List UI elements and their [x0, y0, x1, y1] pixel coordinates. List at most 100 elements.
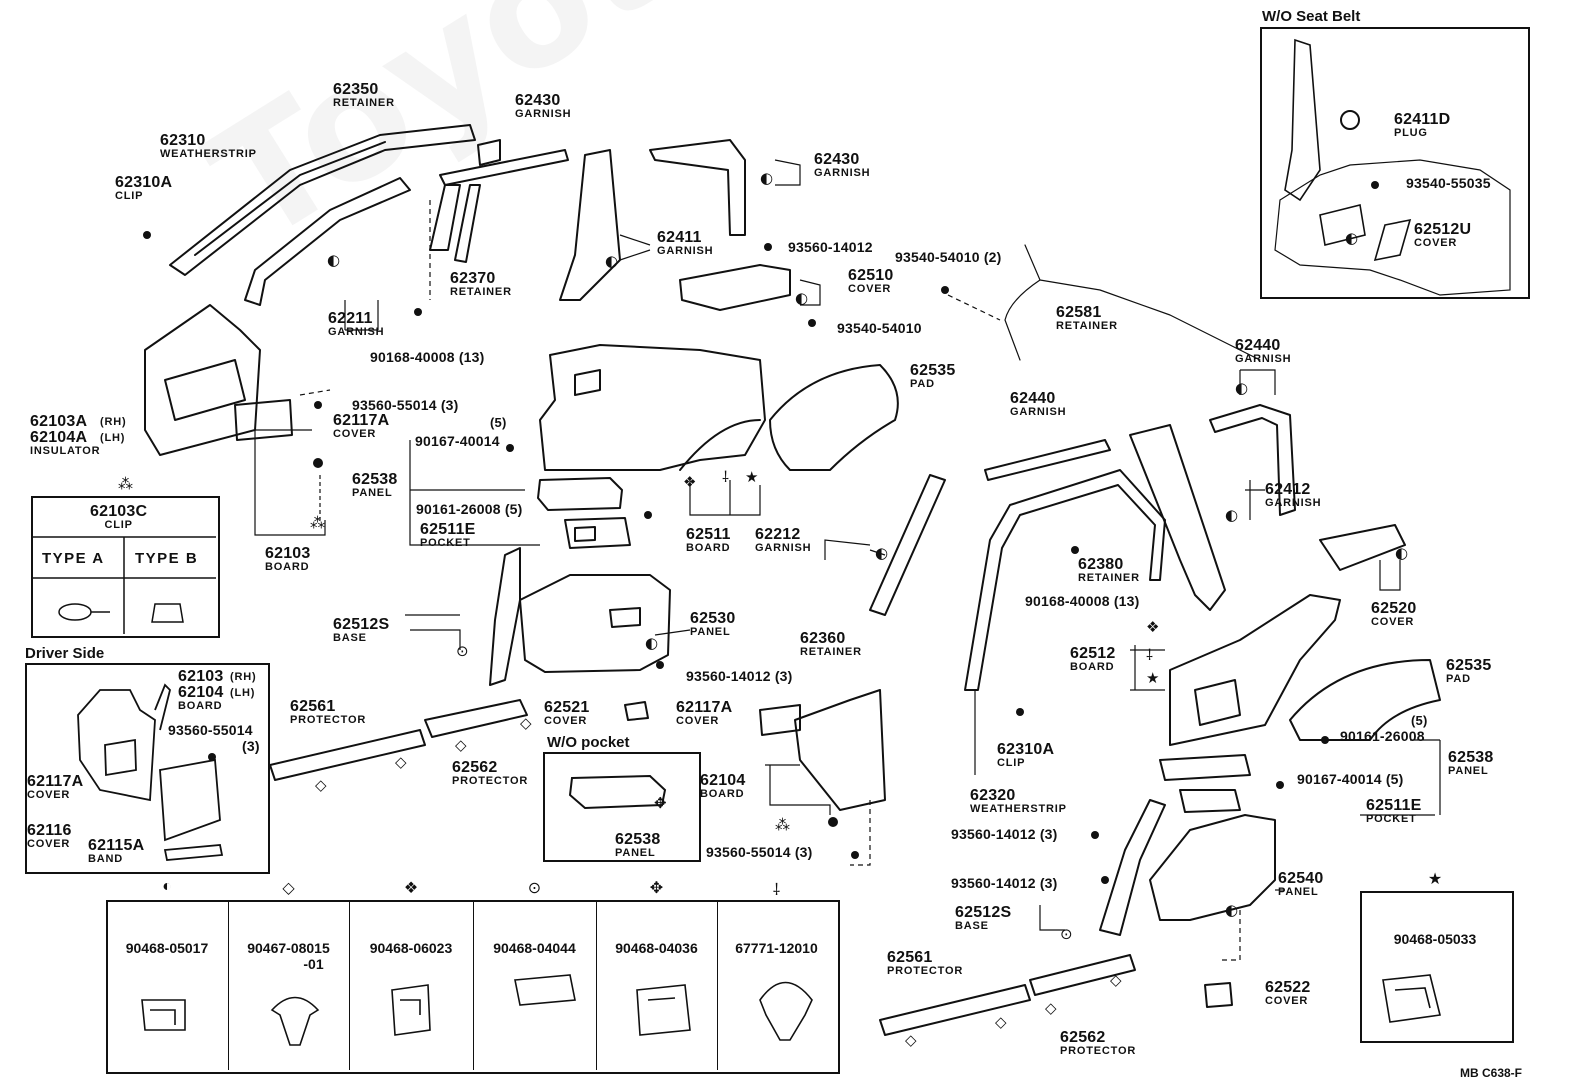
part-label-93540-54010-2: 93540-54010 (2) [895, 250, 1002, 264]
svg-text:⸸: ⸸ [1146, 646, 1153, 664]
part-number: 90168-40008 (13) [1025, 593, 1140, 609]
part-number: 93560-55014 [168, 722, 253, 738]
part-number: 62115A [88, 837, 145, 854]
svg-text:⸸: ⸸ [722, 468, 729, 486]
part-name: GARNISH [1265, 497, 1322, 509]
part-name: PANEL [1448, 765, 1489, 777]
star-legend-cell: ★ 90468-05033 [1360, 871, 1510, 1039]
svg-text:◐: ◐ [795, 289, 808, 307]
part-name: GARNISH [328, 326, 385, 338]
part-number: 62530 [690, 610, 736, 627]
part-name: PROTECTOR [1060, 1045, 1137, 1057]
svg-text:⁂: ⁂ [775, 816, 790, 834]
part-name: RETAINER [450, 286, 512, 298]
driver-side-box [25, 663, 270, 874]
part-name: GARNISH [515, 108, 572, 120]
svg-text:◐: ◐ [1345, 229, 1358, 247]
part-number: 62103 [265, 545, 311, 562]
part-number: 93560-14012 [788, 239, 873, 255]
part-number: 62310A [997, 741, 1055, 758]
part-number: 62521 [544, 699, 590, 716]
part-number: 90167-40014 (5) [1297, 771, 1404, 787]
part-name: PROTECTOR [887, 965, 964, 977]
part-name: BASE [955, 920, 989, 932]
part-name: WEATHERSTRIP [160, 148, 257, 160]
part-number: 90161-26008 [1340, 728, 1425, 744]
part-number: 62510 [848, 267, 894, 284]
part-name: PLUG [1394, 127, 1428, 139]
part-name: PROTECTOR [290, 714, 367, 726]
ring-symbol: ⊙ [527, 880, 542, 897]
part-name: RETAINER [333, 97, 395, 109]
wo-pocket-box [543, 752, 701, 862]
part-label-93540-55035: 93540-55035 [1406, 176, 1491, 190]
svg-text:❖: ❖ [683, 473, 696, 491]
part-number: 93540-54010 [837, 320, 922, 336]
part-name: PANEL [352, 487, 393, 499]
part-name: BOARD [1070, 661, 1115, 673]
legend-code: 67771-12010 [735, 940, 818, 956]
legend-cell-5: ✥ 90468-04036 [596, 880, 718, 1070]
part-name: BASE [333, 632, 367, 644]
part-name: RETAINER [1078, 572, 1140, 584]
part-number: 62512S [955, 904, 1012, 921]
part-number: 93560-14012 (3) [951, 875, 1058, 891]
part-number: 93560-55014 (3) [706, 844, 813, 860]
legend-code: 90468-06023 [369, 940, 453, 956]
part-number: 62103A [30, 413, 88, 430]
part-label-93560-14012-3: 93560-14012 (3) [686, 669, 793, 683]
part-label-93560-55014-3: 93560-55014 (3) [706, 845, 813, 859]
part-number: 62412 [1265, 481, 1311, 498]
part-label-93560-14012-3: 93560-14012 (3) [951, 876, 1058, 890]
part-name: COVER [676, 715, 720, 727]
svg-text:◇: ◇ [455, 736, 467, 754]
part-number: 62561 [290, 698, 336, 715]
diamond-symbol: ◇ [282, 880, 295, 897]
legend-cell-4: ⊙ 90468-04044 [473, 880, 597, 1070]
svg-text:◐: ◐ [1225, 506, 1238, 524]
part-name: GARNISH [755, 542, 812, 554]
half-circle-symbol: ◐ [162, 878, 172, 895]
part-label-93540-54010: 93540-54010 [837, 321, 922, 335]
wo-seat-belt-box [1260, 27, 1530, 299]
part-name: PAD [910, 378, 935, 390]
legend-code: 90467-08015 [247, 940, 330, 956]
part-number: 62320 [970, 787, 1016, 804]
part-name: CLIP [997, 757, 1026, 769]
part-number: 62581 [1056, 304, 1102, 321]
part-number: (3) [242, 738, 260, 754]
part-number: 90167-40014 [415, 433, 500, 449]
part-label-qty-5: (5) [1411, 714, 1428, 727]
clip-type-a-label: TYPE A [42, 550, 105, 567]
part-number: 90168-40008 (13) [370, 349, 485, 365]
part-name: (LH) [100, 432, 126, 444]
part-number: 62511E [1366, 797, 1422, 814]
part-name: PANEL [1278, 886, 1319, 898]
svg-text:◇: ◇ [520, 714, 532, 732]
part-number: 62117A [333, 412, 390, 429]
legend-cell-6: ⸸ 67771-12010 [717, 882, 836, 1070]
wo-seat-belt-title: W/O Seat Belt [1262, 8, 1361, 25]
